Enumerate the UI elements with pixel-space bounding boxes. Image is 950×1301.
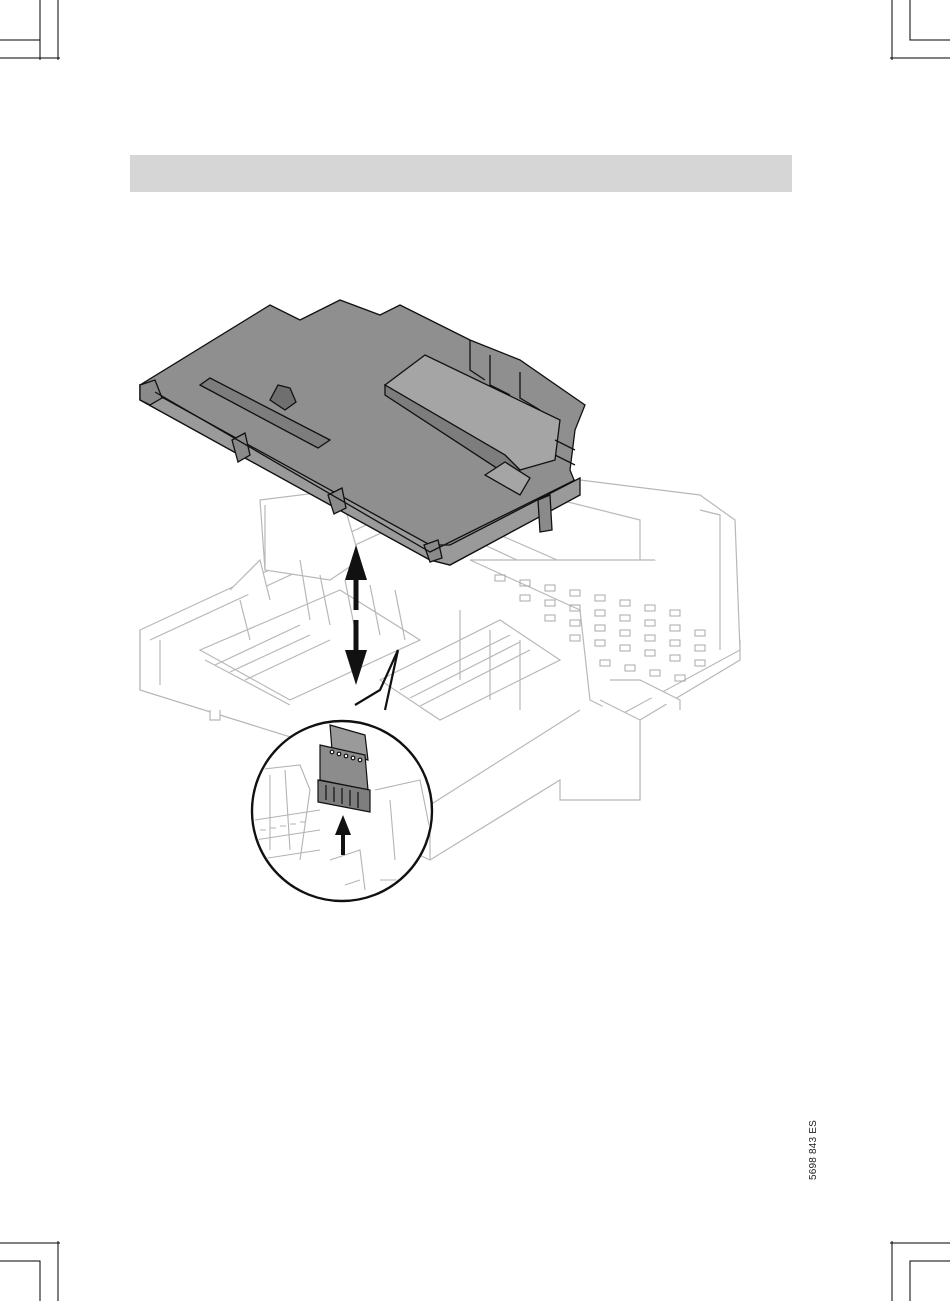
magnifier-callout [252, 721, 432, 901]
document-number: 5698 843 ES [808, 1112, 822, 1180]
cover-lid [140, 300, 585, 565]
